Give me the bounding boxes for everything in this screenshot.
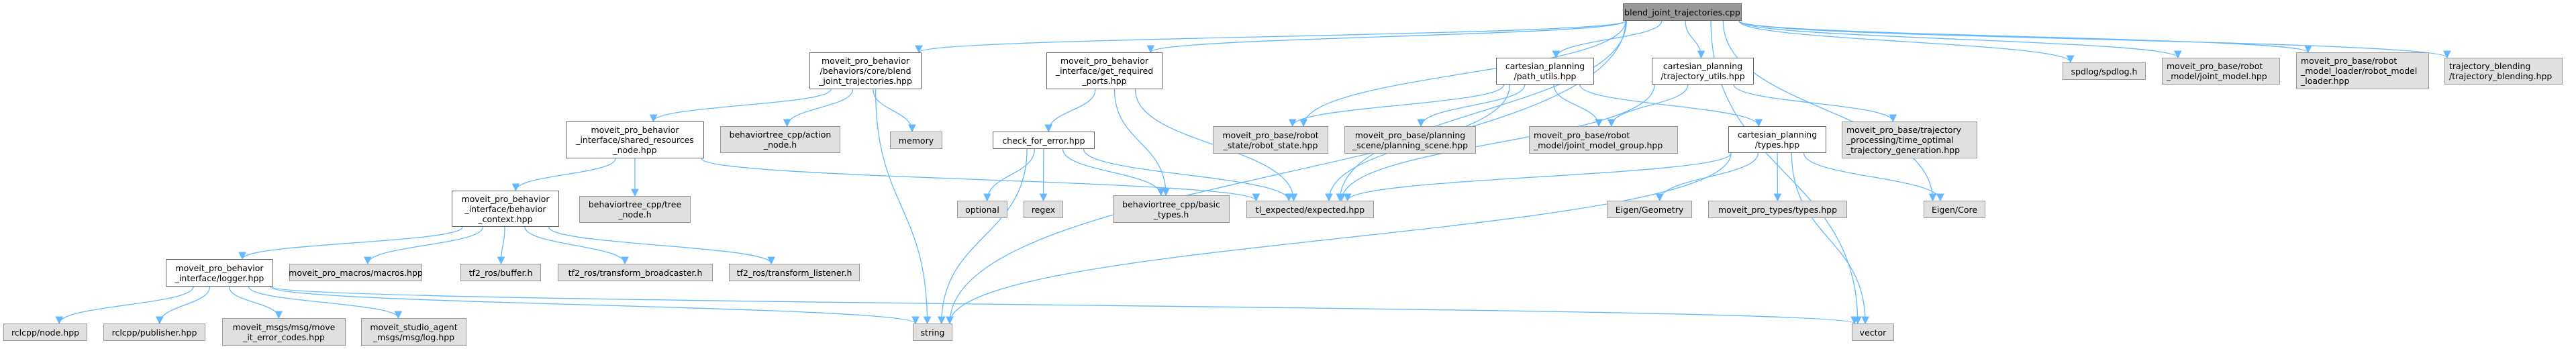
node-memory[interactable]: memory <box>890 132 942 149</box>
node-check-for-error[interactable]: check_for_error.hpp <box>993 132 1095 149</box>
edge-behavior_context-to-tf2_buffer <box>497 226 505 265</box>
edge-trajectory_utils-to-time_optimal <box>1733 84 1897 123</box>
node-macros[interactable]: moveit_pro_macros/macros.hpp <box>289 264 423 281</box>
edge-check_for_error-to-basic_types <box>1062 148 1165 197</box>
edge-get_required_ports-to-check_for_error <box>1044 89 1096 133</box>
node-rclcpp-node[interactable]: rclcpp/node.hpp <box>3 323 87 341</box>
edge-types_hpp-to-eigen_core <box>1803 152 1944 202</box>
edge-root-to-spdlog <box>1738 20 2075 64</box>
edge-check_for_error-to-expected <box>1083 148 1293 202</box>
node-rclcpp-publisher[interactable]: rclcpp/publisher.hpp <box>103 323 205 341</box>
node-tree-node[interactable]: behaviortree_cpp/tree _node.h <box>579 196 691 223</box>
node-regex[interactable]: regex <box>1024 201 1063 218</box>
edge-logger-to-error_codes <box>228 286 283 319</box>
edge-logger-to-rclcpp_publisher <box>155 286 211 325</box>
edge-path_utils-to-joint_model_group <box>1553 84 1603 128</box>
node-tf2-listener[interactable]: tf2_ros/transform_listener.h <box>729 264 860 281</box>
node-spdlog[interactable]: spdlog/spdlog.h <box>2063 62 2146 80</box>
edge-logger-to-string <box>270 286 920 325</box>
node-robot-state[interactable]: moveit_pro_base/robot _state/robot_state… <box>1213 126 1328 154</box>
node-behavior-context[interactable]: moveit_pro_behavior _interface/behavior … <box>452 191 559 227</box>
edge-path_utils-to-types_hpp <box>1579 84 1763 128</box>
edge-trajectory_utils-to-expected <box>1338 84 1655 202</box>
edge-blend_hpp-to-action_node <box>783 89 854 128</box>
node-trajectory-blending[interactable]: trajectory_blending /trajectory_blending… <box>2444 58 2563 85</box>
edge-root-to-robot_state <box>1299 20 1626 128</box>
node-moveit-pro-types[interactable]: moveit_pro_types/types.hpp <box>1708 201 1847 218</box>
edge-types_hpp-to-expected <box>1344 152 1732 202</box>
node-robot-model-loader[interactable]: moveit_pro_base/robot _model_loader/robo… <box>2296 52 2429 89</box>
edge-root-to-trajectory_utils <box>1685 20 1705 59</box>
edge-root-to-trajectory_blending <box>1738 20 2451 59</box>
node-joint-model-group[interactable]: moveit_pro_base/robot _model/joint_model… <box>1529 126 1678 154</box>
node-trajectory-utils[interactable]: cartesian_planning /trajectory_utils.hpp <box>1652 58 1754 85</box>
edge-path_utils-to-planning_scene <box>1417 84 1526 128</box>
node-path-utils[interactable]: cartesian_planning /path_utils.hpp <box>1496 58 1594 85</box>
node-logger[interactable]: moveit_pro_behavior _interface/logger.hp… <box>166 259 273 287</box>
node-get-required-ports[interactable]: moveit_pro_behavior _interface/get_requi… <box>1046 52 1162 89</box>
node-shared-resources[interactable]: moveit_pro_behavior _interface/shared_re… <box>566 121 704 158</box>
node-cartesian-types[interactable]: cartesian_planning /types.hpp <box>1728 126 1826 153</box>
edge-logger-to-log_hpp <box>248 286 403 319</box>
edge-types_hpp-to-eigen_geometry <box>1655 152 1759 202</box>
node-root-file[interactable]: blend_joint_trajectories.cpp <box>1623 3 1742 21</box>
node-tf2-buffer[interactable]: tf2_ros/buffer.h <box>460 264 541 281</box>
edge-types_hpp-to-vector <box>1791 152 1869 325</box>
edge-root-to-blend_hpp <box>915 20 1626 54</box>
edge-root-to-get_required_ports <box>1146 20 1626 54</box>
node-action-node[interactable]: behaviortree_cpp/action _node.h <box>720 126 840 153</box>
edge-behavior_context-to-tf2_broadcaster <box>524 226 629 265</box>
edge-behavior_context-to-logger <box>238 226 463 260</box>
node-move-it-error-codes[interactable]: moveit_msgs/msg/move _it_error_codes.hpp <box>222 318 346 346</box>
edge-root-to-robot_model_loader <box>1738 20 2312 54</box>
edge-logger-to-vector <box>270 286 1858 325</box>
edge-behavior_context-to-tf2_listener <box>548 226 775 265</box>
edge-blend_hpp-to-memory <box>873 89 916 133</box>
node-tf2-broadcaster[interactable]: tf2_ros/transform_broadcaster.h <box>558 264 713 281</box>
node-eigen-geometry[interactable]: Eigen/Geometry <box>1607 201 1692 218</box>
node-vector[interactable]: vector <box>1852 323 1894 341</box>
node-tl-expected[interactable]: tl_expected/expected.hpp <box>1246 201 1374 218</box>
node-planning-scene[interactable]: moveit_pro_base/planning _scene/planning… <box>1344 126 1476 154</box>
node-joint-model[interactable]: moveit_pro_base/robot _model/joint_model… <box>2162 58 2280 85</box>
node-optional[interactable]: optional <box>957 201 1007 218</box>
edge-types_hpp-to-string <box>946 152 1732 325</box>
edge-behavior_context-to-macros <box>364 226 484 265</box>
edge-root-to-path_utils <box>1552 20 1663 59</box>
node-agent-log-msg[interactable]: moveit_studio_agent _msgs/msg/log.hpp <box>361 318 466 346</box>
edge-root-to-eigen_core <box>1722 20 1937 202</box>
edge-blend_hpp-to-string <box>875 89 932 325</box>
node-eigen-core[interactable]: Eigen/Core <box>1924 201 1985 218</box>
edge-shared_resources-to-expected <box>701 158 1260 202</box>
edge-path_utils-to-robot_state <box>1288 84 1505 128</box>
edge-shared_resources-to-behavior_context <box>511 158 616 192</box>
node-string[interactable]: string <box>913 323 952 341</box>
node-basic-types[interactable]: behaviortree_cpp/basic _types.h <box>1113 195 1230 223</box>
node-blend-joint-trajectories-hpp[interactable]: moveit_pro_behavior /behaviors/core/blen… <box>809 52 922 89</box>
edge-root-to-joint_model <box>1738 20 2182 59</box>
edge-blend_hpp-to-shared_resources <box>649 89 832 123</box>
edge-check_for_error-to-string <box>937 148 1028 325</box>
edge-trajectory_utils-to-joint_model_group <box>1607 84 1689 128</box>
node-time-optimal[interactable]: moveit_pro_base/trajectory _processing/t… <box>1842 121 1977 158</box>
edge-logger-to-rclcpp_node <box>55 286 194 325</box>
edge-get_required_ports-to-basic_types <box>1113 89 1170 197</box>
edge-check_for_error-to-optional <box>983 148 1035 202</box>
